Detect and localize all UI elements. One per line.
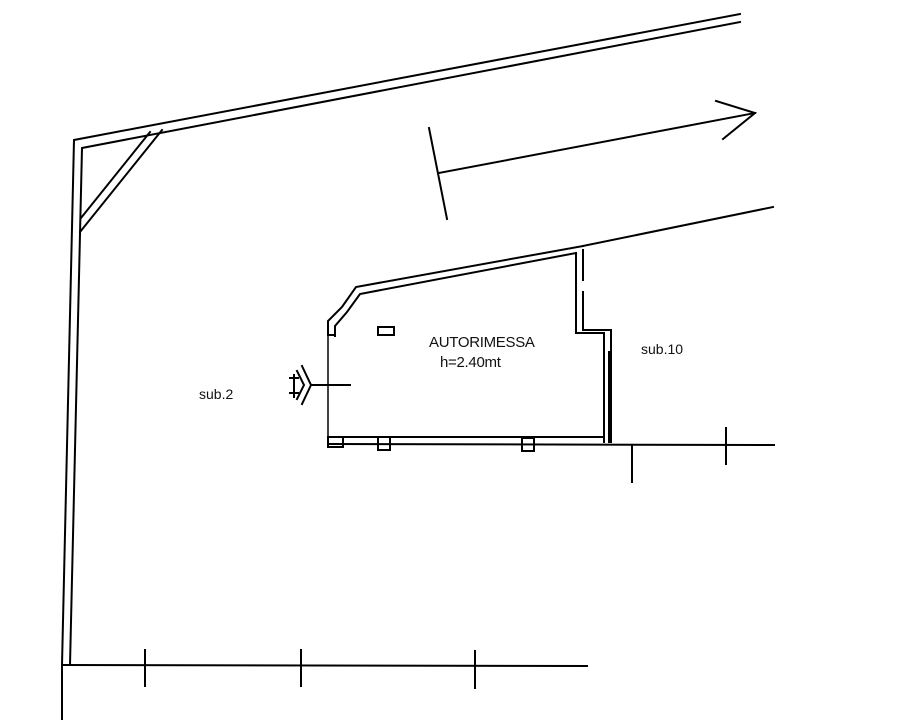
bottom-dimension-line	[60, 649, 589, 720]
upper-boundary-line	[581, 205, 775, 248]
adjacent-unit-right-label: sub.10	[641, 341, 684, 357]
vent-opening	[377, 326, 395, 336]
room-name-label: AUTORIMESSA	[429, 334, 535, 351]
adjacent-unit-left-label: sub.2	[199, 386, 234, 402]
outer-boundary-wall	[60, 12, 742, 667]
garage-room-walls	[326, 244, 776, 452]
room-height-label: h=2.40mt	[440, 354, 501, 371]
access-direction-arrow	[427, 99, 758, 221]
corner-brace	[78, 128, 164, 234]
entrance-symbol	[289, 364, 351, 406]
right-dimension-ticks	[631, 427, 727, 483]
